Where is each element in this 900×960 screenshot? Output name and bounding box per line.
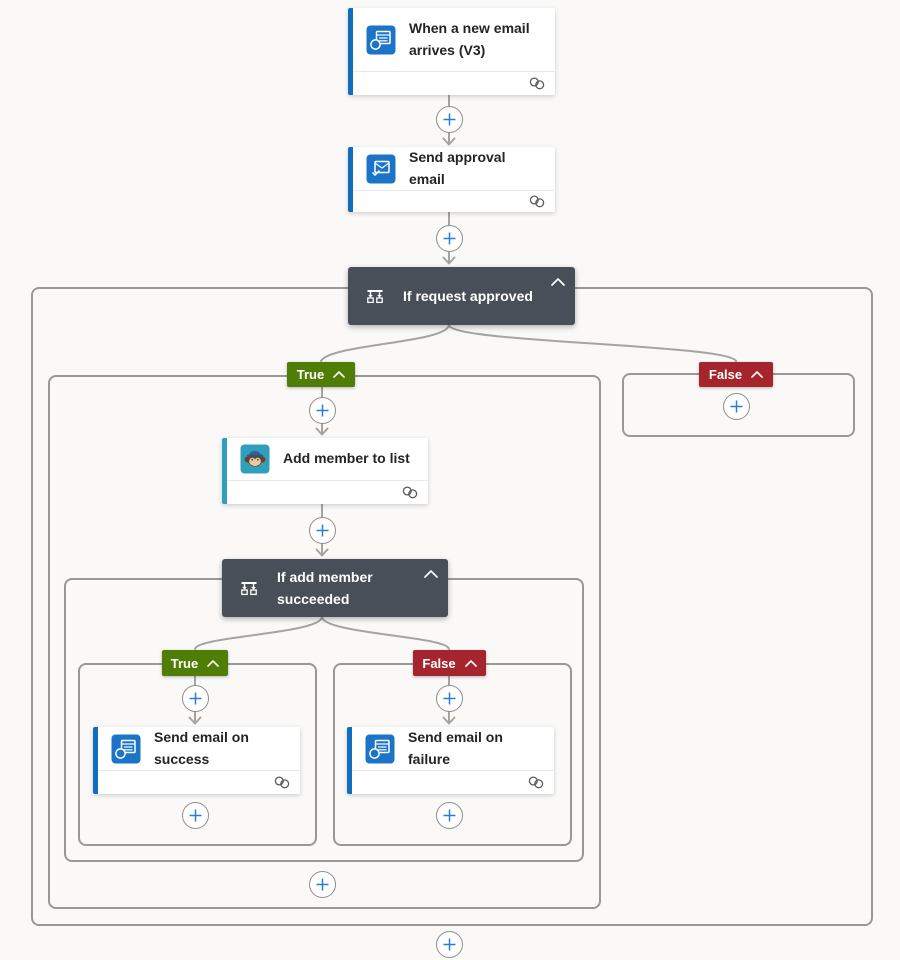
plus-icon — [730, 400, 742, 412]
insert-step-button[interactable] — [435, 224, 463, 252]
plus-icon — [189, 809, 201, 821]
insert-step-button[interactable] — [308, 396, 336, 424]
insert-step-button[interactable] — [435, 105, 463, 133]
card-title: Send email on success — [154, 729, 249, 767]
chevron-up-icon — [207, 659, 220, 667]
insert-step-button[interactable] — [181, 684, 209, 712]
chevron-up-icon[interactable] — [424, 570, 438, 578]
insert-step-button[interactable] — [435, 801, 463, 829]
card-title: Send approval email — [409, 149, 506, 187]
card-header: Add member to list — [227, 438, 428, 481]
card-header: When a new email arrives (V3) — [353, 8, 555, 72]
card-footer — [353, 72, 555, 95]
condition-title: If add member succeeded — [277, 568, 373, 607]
outlook-icon — [111, 734, 141, 764]
plus-icon — [443, 232, 455, 244]
card-title: When a new email arrives (V3) — [409, 19, 530, 58]
approvals-icon — [366, 154, 396, 184]
condition-branch-icon — [367, 290, 383, 304]
action-card-send-approval-email[interactable]: Send approval email — [348, 147, 555, 212]
card-footer — [98, 771, 300, 794]
insert-step-button[interactable] — [435, 930, 463, 958]
branch-badge-label: False — [422, 655, 456, 671]
condition-title: If request approved — [403, 287, 533, 304]
condition-card-if-add-member-succeeded[interactable]: If add member succeeded — [222, 559, 448, 617]
insert-step-button[interactable] — [308, 516, 336, 544]
plus-icon — [316, 878, 328, 890]
connection-link-icon — [274, 776, 290, 789]
action-card-send-email-on-failure[interactable]: Send email on failure — [347, 727, 554, 794]
plus-icon — [189, 692, 201, 704]
branch-badge-true-member[interactable]: True — [162, 650, 228, 676]
branch-badge-false-request[interactable]: False — [699, 362, 773, 387]
card-footer — [227, 481, 428, 504]
chevron-up-icon — [464, 659, 477, 667]
card-footer — [352, 771, 554, 794]
insert-step-button[interactable] — [722, 392, 750, 420]
branch-badge-false-member[interactable]: False — [413, 650, 486, 676]
card-footer — [353, 191, 555, 212]
branch-badge-label: True — [296, 367, 325, 382]
card-title: Add member to list — [283, 450, 410, 467]
branch-badge-true-request[interactable]: True — [287, 362, 355, 387]
insert-step-button[interactable] — [308, 870, 336, 898]
insert-step-button[interactable] — [181, 801, 209, 829]
plus-icon — [443, 692, 455, 704]
card-header: Send approval email — [353, 147, 555, 192]
chevron-up-icon[interactable] — [551, 278, 565, 286]
plus-icon — [443, 113, 455, 125]
action-card-send-email-on-success[interactable]: Send email on success — [93, 727, 300, 794]
branch-badge-label: True — [170, 655, 199, 671]
mailchimp-icon — [240, 444, 270, 474]
condition-branch-icon — [241, 582, 257, 596]
plus-icon — [316, 524, 328, 536]
outlook-icon — [366, 25, 396, 54]
card-header: Send email on success — [98, 727, 300, 772]
branch-badge-label: False — [708, 367, 743, 382]
card-header: Send email on failure — [352, 727, 554, 772]
insert-step-button[interactable] — [435, 684, 463, 712]
connection-link-icon — [402, 486, 418, 499]
condition-card-if-request-approved[interactable]: If request approved — [348, 267, 575, 325]
action-card-add-member-to-list[interactable]: Add member to list — [222, 438, 428, 504]
plus-icon — [316, 404, 328, 416]
chevron-up-icon — [333, 371, 346, 378]
connection-link-icon — [529, 77, 545, 90]
outlook-icon — [365, 734, 395, 764]
chevron-up-icon — [751, 371, 763, 378]
plus-icon — [443, 809, 455, 821]
card-title: Send email on failure — [408, 729, 503, 767]
connection-link-icon — [528, 776, 544, 789]
action-card-trigger-new-email[interactable]: When a new email arrives (V3) — [348, 8, 555, 95]
connection-link-icon — [529, 195, 545, 208]
plus-icon — [443, 938, 455, 950]
